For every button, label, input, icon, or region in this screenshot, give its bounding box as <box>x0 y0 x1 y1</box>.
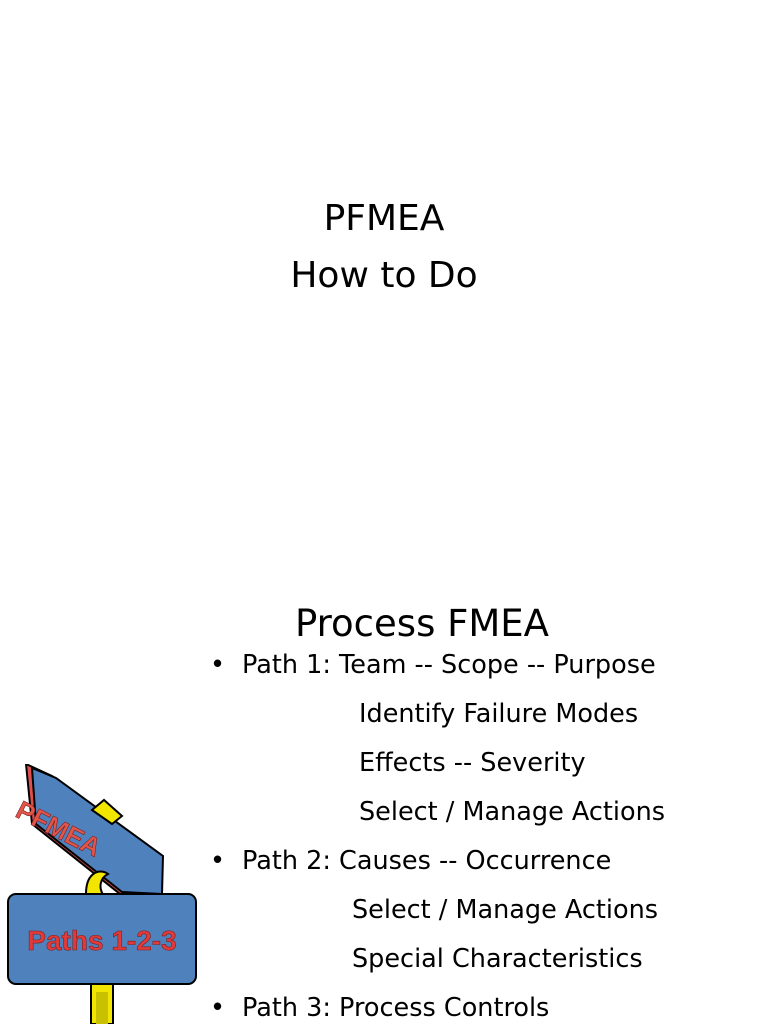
bullet-text: Special Characteristics <box>352 944 643 974</box>
bullet-text: Select / Manage Actions <box>359 797 666 827</box>
bullet-text: Effects -- Severity <box>359 748 586 778</box>
bullet-subitem: Select / Manage Actions <box>210 889 665 938</box>
bullet-text: Path 1: Team -- Scope -- Purpose <box>242 650 656 680</box>
title-line-1: PFMEA <box>323 198 445 239</box>
bullet-subitem: Identify Failure Modes <box>210 693 665 742</box>
slide-2: Process FMEA • Path 1: Team -- Scope -- P… <box>0 576 768 1024</box>
sign-hook <box>84 870 110 898</box>
bullet-subitem: Select / Manage Actions <box>210 791 665 840</box>
slide-2-title: Process FMEA <box>294 602 549 645</box>
bullet-item: • Path 2: Causes -- Occurrence <box>210 840 665 889</box>
sign-clip <box>90 798 124 826</box>
bullet-text: Path 2: Causes -- Occurrence <box>242 846 612 876</box>
bullet-dot-icon: • <box>210 846 226 876</box>
slide-title: PFMEA How to Do <box>0 190 768 304</box>
sign-bottom-label: Paths 1-2-3 <box>27 925 176 956</box>
bullet-subitem: Special Characteristics <box>210 938 665 987</box>
bullet-text: Path 3: Process Controls <box>242 993 550 1023</box>
bullet-dot-icon: • <box>210 993 226 1023</box>
sign-bottom-board <box>7 893 197 985</box>
pfmea-sign-icon: PFMEA Paths 1-2-3 <box>7 764 197 1024</box>
bullet-text: Identify Failure Modes <box>359 699 639 729</box>
title-line-2: How to Do <box>290 255 478 296</box>
slide-1: PFMEA How to Do <box>0 190 768 304</box>
bullet-subitem: Effects -- Severity <box>210 742 665 791</box>
bullet-item: • Path 3: Process Controls <box>210 987 665 1024</box>
bullet-item: • Path 1: Team -- Scope -- Purpose <box>210 644 665 693</box>
bullet-dot-icon: • <box>210 650 226 680</box>
bullet-list: • Path 1: Team -- Scope -- Purpose Identi… <box>210 644 665 1024</box>
bullet-text: Select / Manage Actions <box>352 895 659 925</box>
